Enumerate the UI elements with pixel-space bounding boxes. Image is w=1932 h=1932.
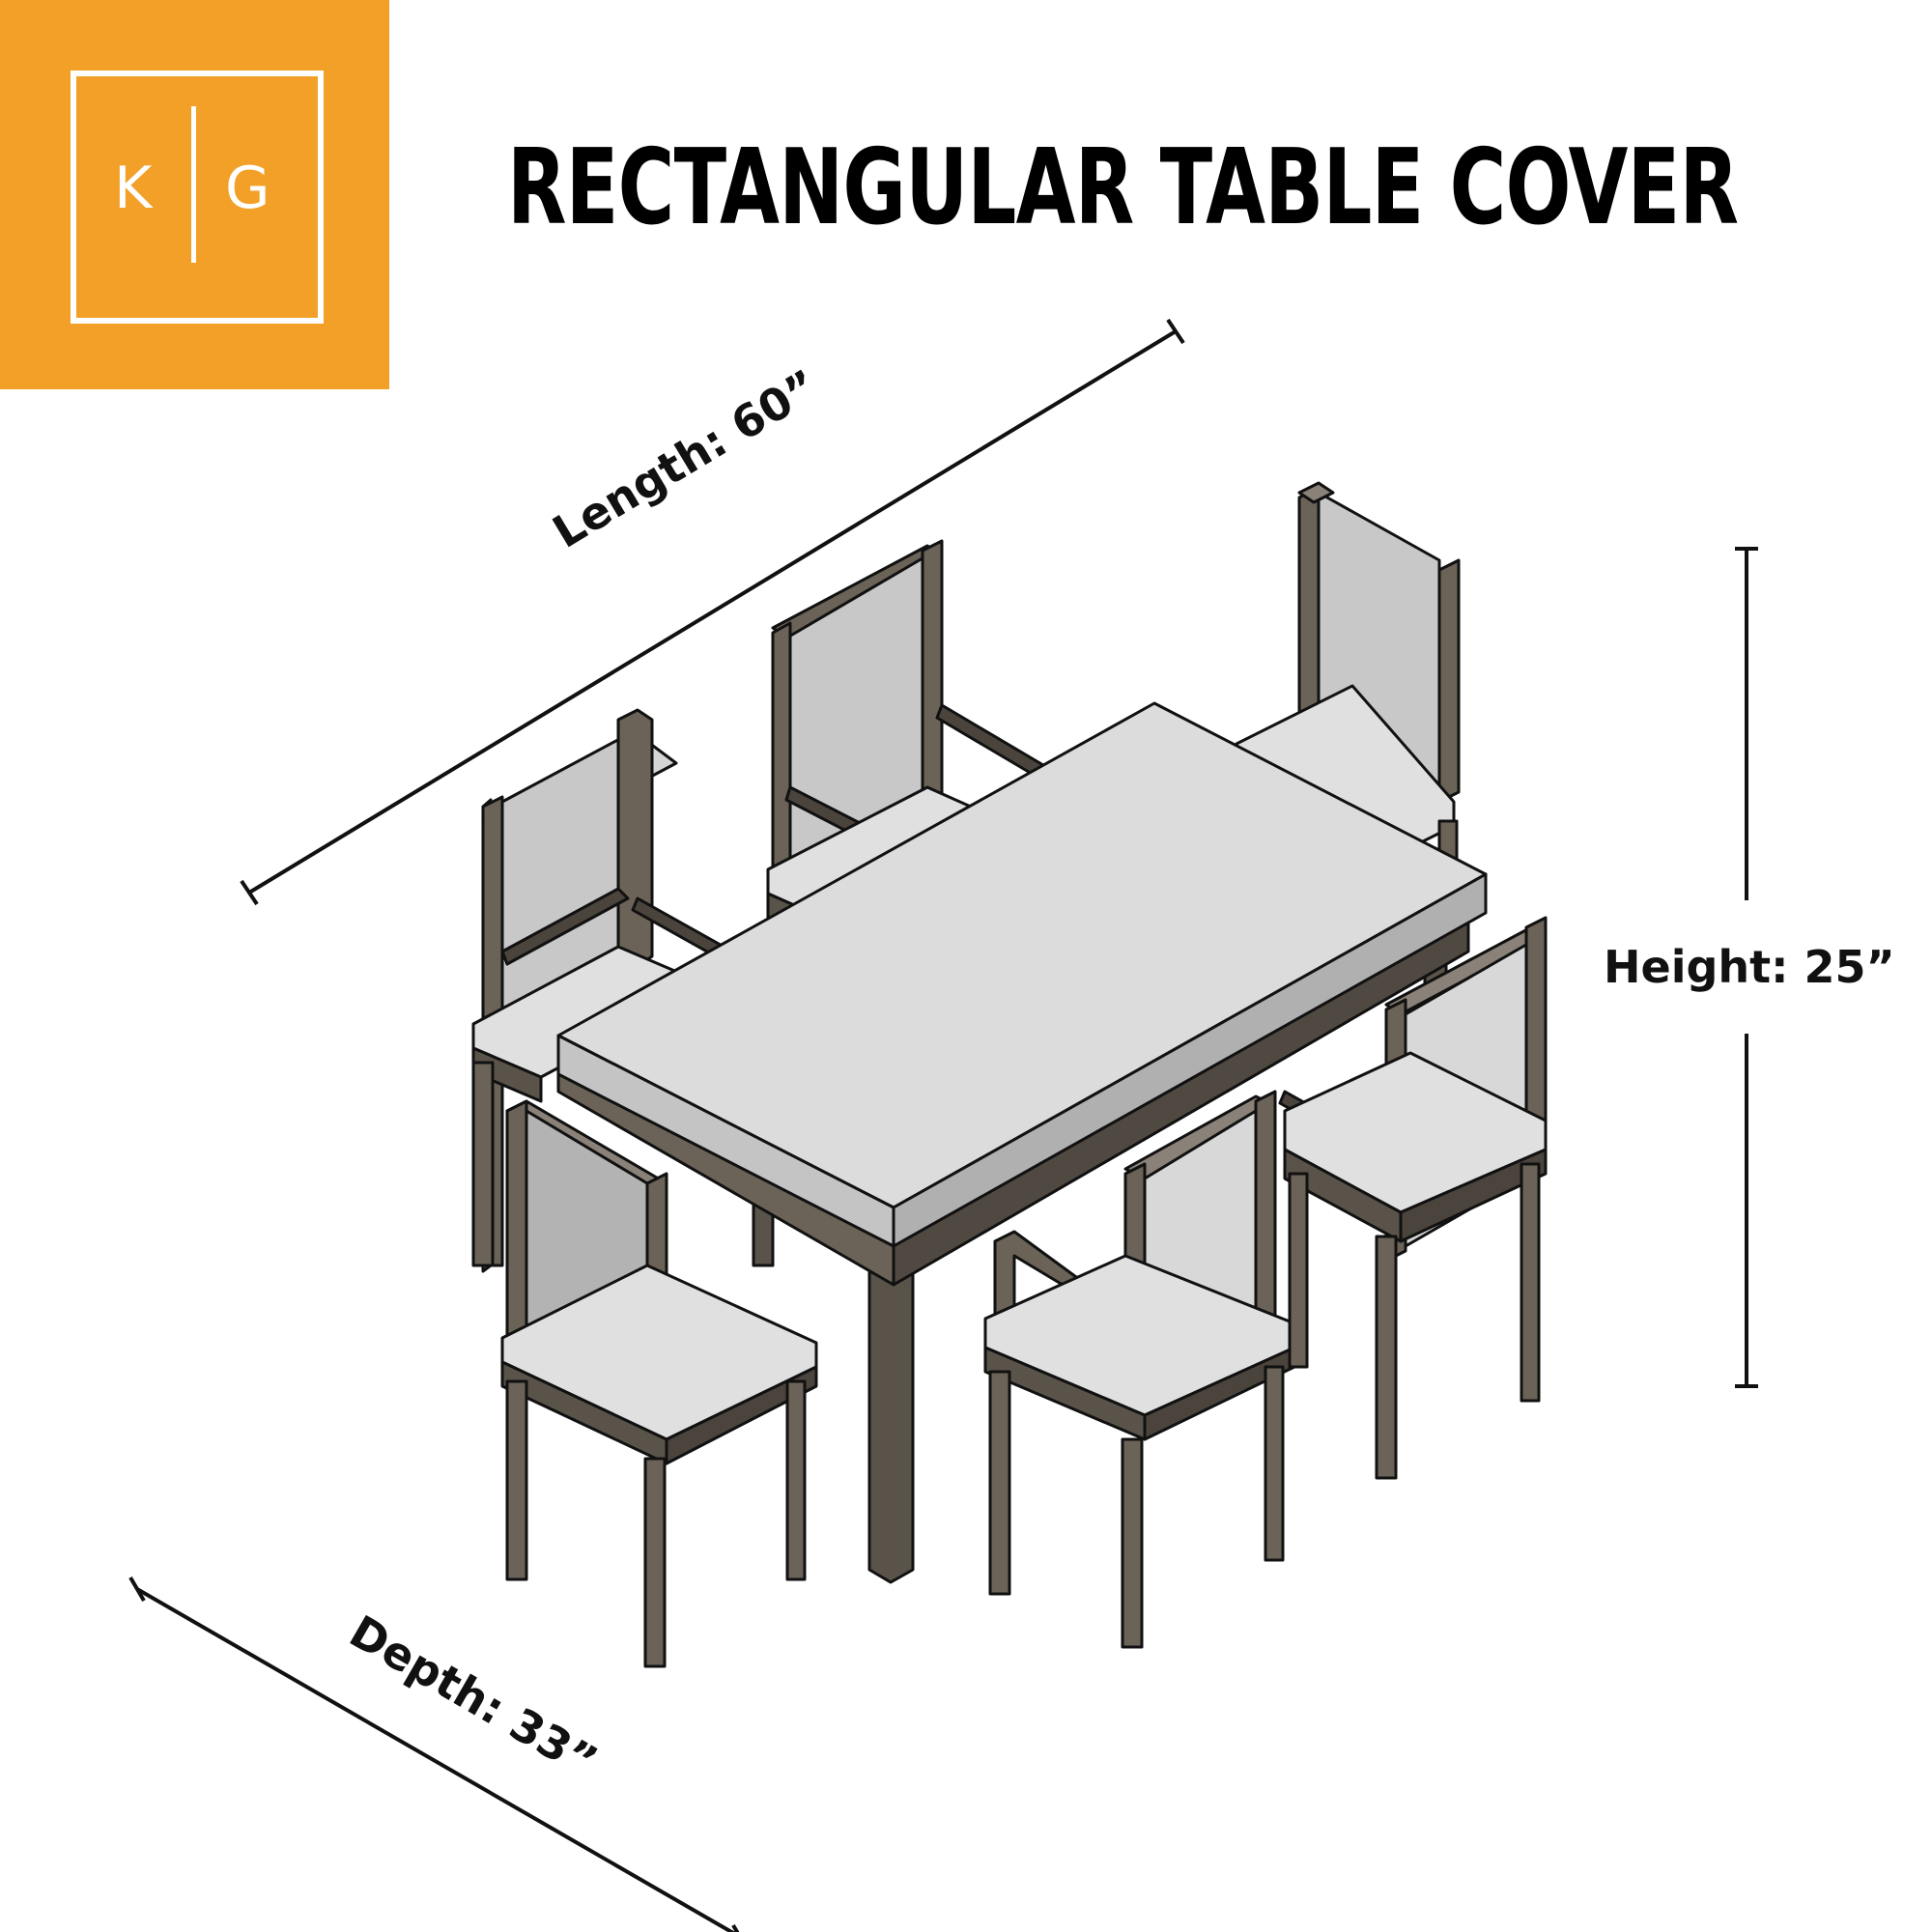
logo-frame (71, 71, 324, 324)
chair-front-middle (983, 1090, 1296, 1649)
table (556, 701, 1488, 1584)
chair-back-left (471, 708, 773, 1273)
chair-front-left (500, 1099, 818, 1668)
height-label: Height: 25” (1604, 941, 1895, 993)
logo-letter-k: K (114, 155, 153, 222)
height-dimension-line (1735, 547, 1758, 1388)
depth-dimension-line (128, 1576, 740, 1932)
chair-front-right (1278, 916, 1548, 1480)
page-title: RECTANGULAR TABLE COVER (507, 128, 1739, 248)
length-dimension-line (240, 318, 1185, 906)
logo-letter-g: G (225, 155, 270, 222)
logo-divider (191, 106, 196, 263)
brand-logo: K G (0, 0, 389, 389)
